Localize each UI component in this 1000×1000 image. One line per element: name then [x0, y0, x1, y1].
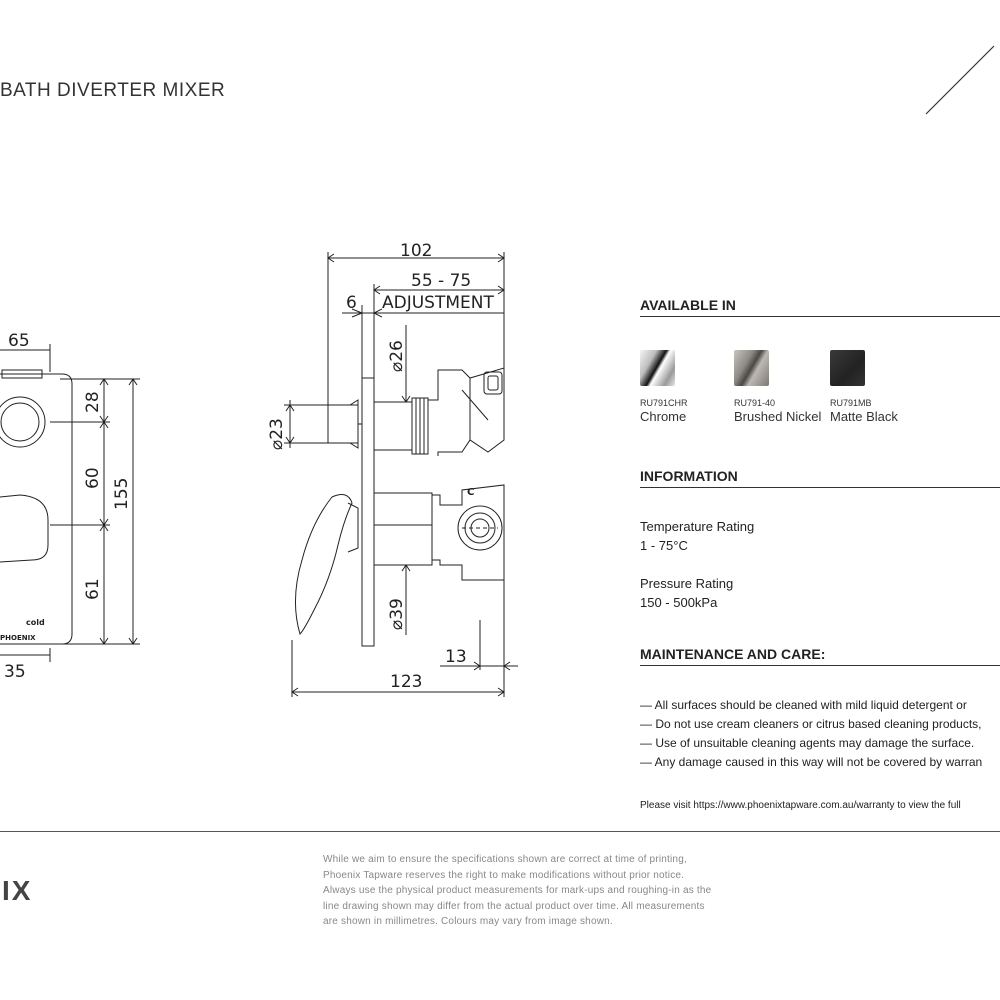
finish-name: Brushed Nickel	[734, 409, 822, 424]
list-item: — Use of unsuitable cleaning agents may …	[640, 736, 975, 750]
chrome-swatch	[640, 350, 675, 386]
maintenance-list: — All surfaces should be cleaned with mi…	[640, 696, 982, 772]
front-view	[0, 344, 140, 662]
disclaimer-line: While we aim to ensure the specification…	[323, 854, 687, 865]
disclaimer-line: Always use the physical product measurem…	[323, 885, 712, 896]
temperature-label: Temperature Rating	[640, 519, 755, 534]
brushed-nickel-swatch	[734, 350, 769, 386]
footer-divider	[0, 831, 1000, 832]
finish-code: RU791MB	[830, 398, 872, 408]
finish-brushed-nickel: RU791-40 Brushed Nickel	[734, 350, 834, 424]
dim-61: 61	[83, 578, 103, 600]
dim-adjust-range: 55 - 75	[411, 271, 471, 291]
technical-drawing: 65 35 28 60 61 155 cold PHOENIX 102 55 -…	[0, 241, 518, 697]
dim-155: 155	[112, 478, 132, 510]
list-item: — Any damage caused in this way will not…	[640, 755, 983, 769]
brand-logo: IX	[2, 875, 33, 906]
dim-width-bottom: 35	[4, 662, 26, 682]
dim-width-top: 65	[8, 331, 30, 351]
dim-60: 60	[83, 467, 103, 489]
finish-chrome: RU791CHR Chrome	[640, 350, 740, 424]
dim-123: 123	[390, 672, 422, 692]
temperature-value: 1 - 75°C	[640, 538, 688, 553]
label-cold: cold	[26, 618, 45, 627]
information-heading: INFORMATION	[640, 468, 1000, 488]
finish-name: Chrome	[640, 409, 687, 424]
list-item: — All surfaces should be cleaned with mi…	[640, 698, 967, 712]
dim-d26: ⌀26	[387, 340, 407, 372]
matte-black-swatch	[830, 350, 865, 386]
side-view	[284, 252, 518, 697]
finish-name: Matte Black	[830, 409, 898, 424]
brand-mark: PHOENIX	[0, 634, 36, 642]
list-item: — Do not use cream cleaners or citrus ba…	[640, 717, 982, 731]
pressure-value: 150 - 500kPa	[640, 595, 718, 610]
maintenance-heading: MAINTENANCE AND CARE:	[640, 646, 1000, 666]
corner-decoration	[925, 45, 995, 115]
finish-matte-black: RU791MB Matte Black	[830, 350, 930, 424]
dim-28: 28	[83, 391, 103, 413]
disclaimer: While we aim to ensure the specification…	[323, 852, 753, 930]
warranty-link-text[interactable]: Please visit https://www.phoenixtapware.…	[640, 800, 961, 811]
label-adjustment: ADJUSTMENT	[382, 293, 494, 313]
dim-d39: ⌀39	[387, 598, 407, 630]
dim-6: 6	[346, 293, 357, 313]
available-heading: AVAILABLE IN	[640, 297, 1000, 317]
disclaimer-line: are shown in millimetres. Colours may va…	[323, 916, 613, 927]
dim-13: 13	[445, 647, 467, 667]
page-title: BATH DIVERTER MIXER	[0, 80, 226, 101]
dim-102: 102	[400, 241, 432, 261]
label-c: C	[467, 487, 474, 498]
finish-code: RU791-40	[734, 398, 776, 408]
dim-d23: ⌀23	[267, 418, 287, 450]
pressure-label: Pressure Rating	[640, 576, 734, 591]
disclaimer-line: Phoenix Tapware reserves the right to ma…	[323, 869, 685, 881]
disclaimer-line: line drawing shown may differ from the a…	[323, 900, 705, 912]
finish-code: RU791CHR	[640, 398, 688, 408]
